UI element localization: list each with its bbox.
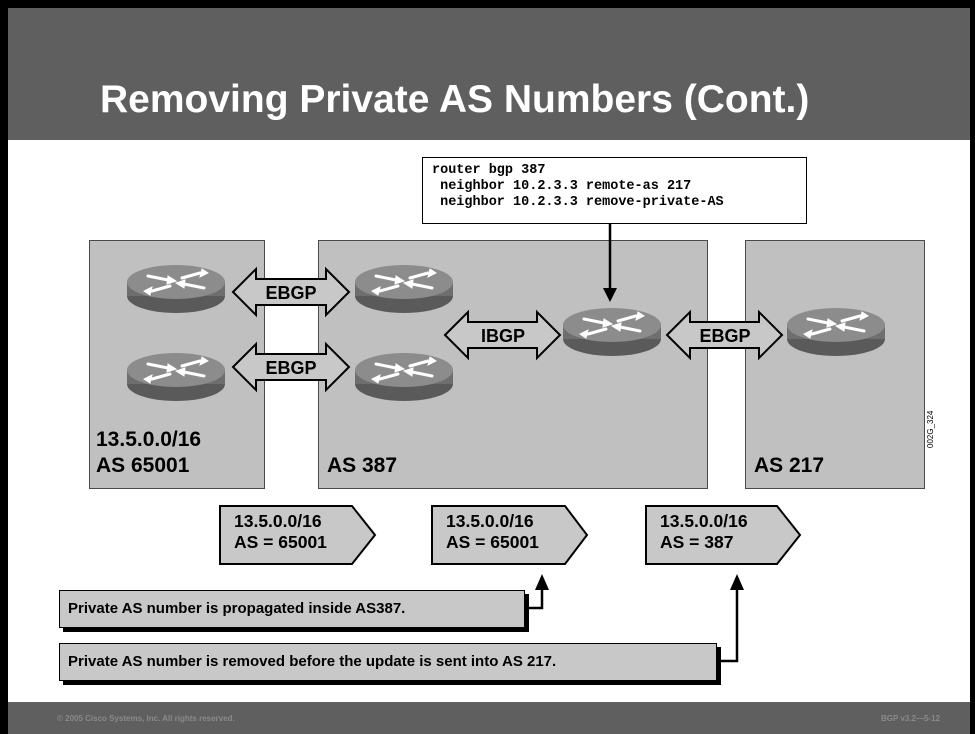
as-217-box: AS 217 (745, 240, 925, 489)
ebgp-bottom-arrow (231, 341, 351, 393)
ibgp-label: IBGP (481, 326, 525, 346)
route-tag-shape (431, 505, 589, 565)
route-tag-shape (219, 505, 377, 565)
callout-connector (718, 588, 739, 663)
config-line: neighbor 10.2.3.3 remove-private-AS (432, 195, 724, 210)
config-pointer-head (603, 288, 617, 302)
callout-removed-text: Private AS number is removed before the … (68, 653, 557, 670)
router-icon (353, 263, 455, 315)
router-icon (561, 306, 663, 358)
callout-connector-head (730, 574, 744, 590)
router-icon (125, 263, 227, 315)
router-icon (785, 306, 887, 358)
route-prefix: 13.5.0.0/16 (660, 511, 748, 531)
ebgp-bottom-label: EBGP (265, 358, 316, 378)
route-tag-shape (645, 505, 802, 565)
route-prefix: 13.5.0.0/16 (234, 511, 322, 531)
as-65001-label: AS 65001 (96, 454, 190, 477)
slide-border-left (0, 0, 8, 734)
config-line: neighbor 10.2.3.3 remote-as 217 (432, 179, 692, 194)
as-387-label: AS 387 (327, 454, 398, 477)
route-as: AS = 387 (660, 532, 734, 552)
slide-border-right (970, 0, 975, 734)
ebgp-right-label: EBGP (699, 326, 750, 346)
route-as: AS = 65001 (234, 532, 327, 552)
bgp-config-box: router bgp 387 neighbor 10.2.3.3 remote-… (422, 157, 807, 224)
footer: © 2005 Cisco Systems, Inc. All rights re… (8, 702, 970, 734)
footer-copyright: © 2005 Cisco Systems, Inc. All rights re… (57, 714, 235, 723)
router-icon (353, 351, 455, 403)
callout-connector (527, 588, 544, 610)
footer-course: BGP v3.2—5-12 (881, 714, 940, 723)
callout-propagated-text: Private AS number is propagated inside A… (68, 600, 406, 617)
callout-propagated: Private AS number is propagated inside A… (59, 590, 525, 628)
ebgp-right-arrow (665, 309, 784, 361)
router-icon (125, 351, 227, 403)
as-65001-prefix: 13.5.0.0/16 (96, 428, 202, 451)
ebgp-top-label: EBGP (265, 283, 316, 303)
route-as: AS = 65001 (446, 532, 539, 552)
ibgp-arrow (443, 309, 562, 361)
route-prefix: 13.5.0.0/16 (446, 511, 534, 531)
config-line: router bgp 387 (432, 163, 546, 178)
figure-id: 002G_324 (926, 410, 935, 448)
slide-title: Removing Private AS Numbers (Cont.) (100, 78, 810, 121)
callout-connector-head (535, 574, 549, 590)
ebgp-top-arrow (231, 266, 351, 318)
as-217-label: AS 217 (754, 454, 825, 477)
callout-removed: Private AS number is removed before the … (59, 643, 717, 681)
title-bar: Removing Private AS Numbers (Cont.) (8, 0, 970, 140)
